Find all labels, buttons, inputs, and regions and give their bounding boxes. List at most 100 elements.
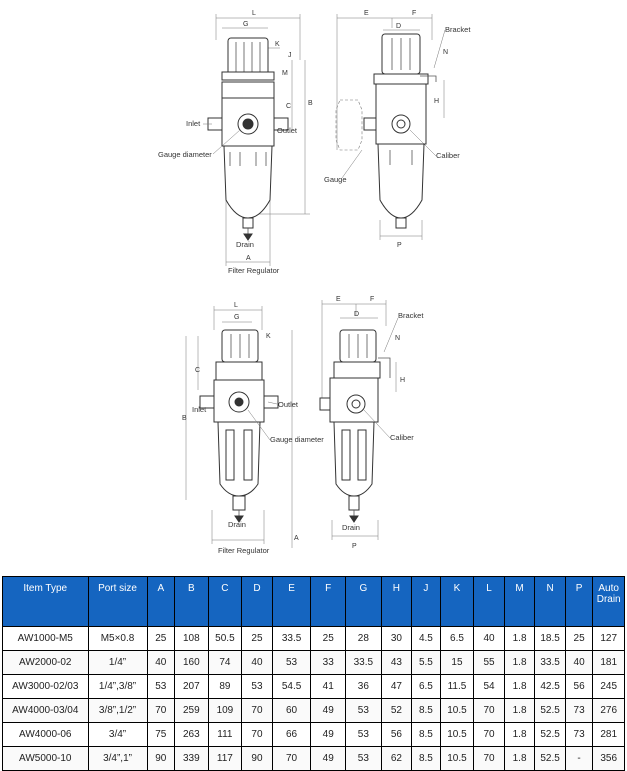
table-cell: 339 [174,746,209,771]
table-cell: 75 [146,722,176,747]
table-cell: 8.5 [411,698,441,723]
dim-label-K: K [275,41,280,48]
table-cell: 245 [592,674,625,699]
label-inlet: Inlet [186,119,201,128]
table-header-cell: F [310,576,347,627]
table-cell: 40 [241,650,273,675]
table-cell: 28 [345,626,382,651]
table-header-cell: E [271,576,312,627]
table-cell: 15 [439,650,475,675]
dim-label-C: C [286,103,291,110]
label-drain: Drain [236,240,254,249]
dim-label-B: B [308,100,313,107]
table-cell: 207 [174,674,209,699]
table-header-cell: Item Type [2,576,89,627]
dim-label-A-2: A [294,535,299,542]
table-cell: 263 [174,722,209,747]
table-cell: 10.5 [439,722,475,747]
table-header-cell: N [534,576,566,627]
table-cell: 74 [207,650,243,675]
table-cell: 53 [345,722,382,747]
table-cell: AW1000-M5 [2,626,89,651]
table-cell: 49 [310,698,347,723]
table-cell: 73 [564,698,594,723]
top-left-view: L G K J M C B A [158,10,313,275]
table-header-cell: J [411,576,441,627]
table-cell: 281 [592,722,625,747]
table-cell: 3/4”,1” [87,746,148,771]
bottom-right-view: E F D Bracket N H Caliber Drain P [319,296,424,550]
table-cell: 70 [473,698,505,723]
table-cell: 33 [310,650,347,675]
table-cell: 30 [380,626,413,651]
table-header-cell: Port size [87,576,148,627]
table-cell: 33.5 [271,626,312,651]
table-cell: 70 [271,746,312,771]
table-cell: 25 [241,626,273,651]
table-cell: 73 [564,722,594,747]
table-header-cell: P [564,576,594,627]
table-cell: 55 [473,650,505,675]
table-cell: 108 [174,626,209,651]
table-cell: 33.5 [345,650,382,675]
table-cell: 54 [473,674,505,699]
table-cell: 3/8”,1/2” [87,698,148,723]
table-cell: 6.5 [411,674,441,699]
table-cell: 90 [241,746,273,771]
table-cell: M5×0.8 [87,626,148,651]
label-drain-3: Drain [342,523,360,532]
table-cell: 356 [592,746,625,771]
dim-label-E-2: E [336,296,341,303]
table-cell: AW5000-10 [2,746,89,771]
label-bracket-2: Bracket [398,311,424,320]
label-gauge: Gauge [324,175,347,184]
dim-label-F: F [412,10,416,17]
technical-drawings: L G K J M C B A [158,10,471,555]
table-header-cell: C [207,576,243,627]
table-cell: 8.5 [411,746,441,771]
table-cell: 3/4” [87,722,148,747]
label-drain-2: Drain [228,520,246,529]
label-outlet: Outlet [277,126,298,135]
dim-label-D-2: D [354,311,359,318]
label-caliber: Caliber [436,151,460,160]
table-cell: 1/4” [87,650,148,675]
table-cell: 53 [345,698,382,723]
table-cell: 52.5 [534,722,566,747]
table-cell: 40 [146,650,176,675]
label-inlet-2: Inlet [192,405,207,414]
table-cell: - [564,746,594,771]
table-cell: AW4000-03/04 [2,698,89,723]
table-cell: 53 [345,746,382,771]
dim-label-L: L [252,10,256,17]
label-outlet-2: Outlet [278,400,299,409]
table-cell: 181 [592,650,625,675]
table-cell: 49 [310,746,347,771]
dim-label-C-2: C [195,367,200,374]
table-cell: 160 [174,650,209,675]
table-header-cell: M [503,576,536,627]
table-cell: 60 [271,698,312,723]
dim-label-J: J [288,52,292,59]
table-cell: 1.8 [503,674,536,699]
table-header-cell: Auto Drain [592,576,625,627]
table-header-cell: K [439,576,475,627]
table-cell: 1/4”,3/8” [87,674,148,699]
dim-label-D: D [396,23,401,30]
table-cell: 47 [380,674,413,699]
table-cell: 66 [271,722,312,747]
label-gauge-diameter: Gauge diameter [158,150,212,159]
label-bracket: Bracket [445,25,471,34]
table-cell: 52.5 [534,698,566,723]
table-cell: 1.8 [503,650,536,675]
dim-label-H: H [434,98,439,105]
dim-label-L-2: L [234,302,238,309]
table-cell: 56 [380,722,413,747]
table-cell: 11.5 [439,674,475,699]
